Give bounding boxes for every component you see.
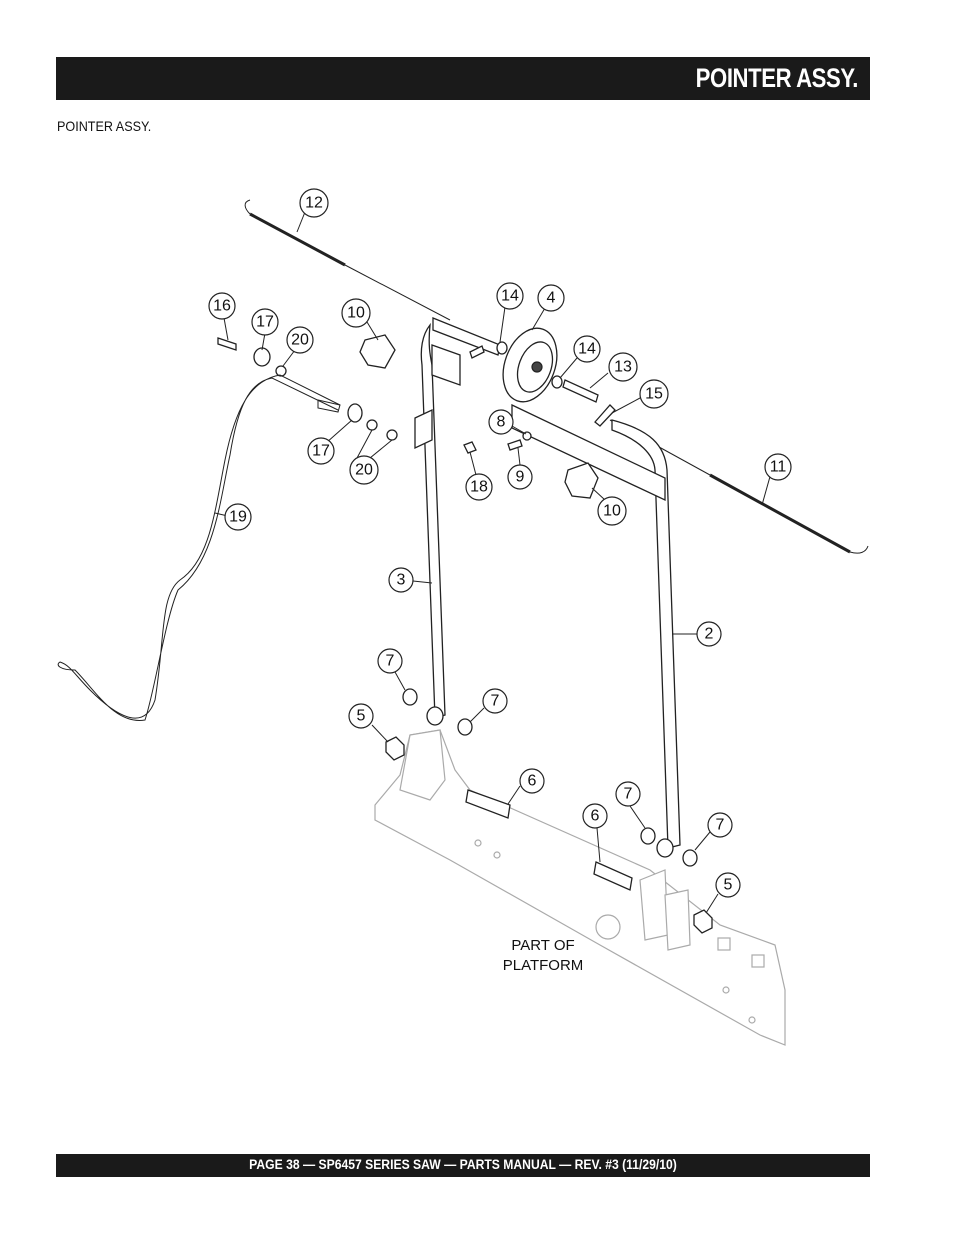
svg-text:2: 2 [705, 626, 714, 643]
callout-11: 11 [764, 453, 792, 481]
svg-text:10: 10 [347, 305, 365, 322]
leader-lines [214, 211, 772, 914]
platform-label-line1: PART OF [511, 937, 574, 954]
callout-16: 16 [208, 292, 236, 320]
svg-text:20: 20 [355, 462, 373, 479]
svg-text:13: 13 [614, 359, 632, 376]
callout-18: 18 [465, 473, 493, 501]
header-bar: POINTER ASSY. [56, 57, 870, 100]
callout-19: 19 [224, 503, 252, 531]
svg-text:5: 5 [357, 708, 366, 725]
callout-15: 15 [639, 379, 669, 409]
callout-2: 2 [696, 621, 722, 647]
svg-text:6: 6 [528, 773, 537, 790]
callout-14: 14 [573, 335, 601, 363]
callout-8: 8 [488, 409, 514, 435]
svg-text:3: 3 [397, 572, 406, 589]
callout-5: 5 [348, 703, 374, 729]
brackets [414, 344, 666, 502]
svg-text:6: 6 [591, 808, 600, 825]
callout-6: 6 [519, 768, 545, 794]
svg-text:7: 7 [491, 693, 500, 710]
svg-text:7: 7 [624, 786, 633, 803]
wheel-part [502, 327, 558, 403]
callout-20: 20 [349, 455, 379, 485]
callout-4: 4 [537, 284, 565, 312]
callout-10: 10 [341, 298, 371, 328]
callout-7: 7 [707, 812, 733, 838]
svg-text:17: 17 [256, 314, 274, 331]
callout-20: 20 [286, 326, 314, 354]
lanyard-clip [317, 399, 341, 413]
svg-text:12: 12 [305, 195, 323, 212]
callout-10: 10 [597, 496, 627, 526]
page-title: POINTER ASSY. [695, 63, 859, 93]
platform-label-line2: PLATFORM [503, 957, 584, 974]
knob-parts [359, 334, 599, 499]
callout-7: 7 [377, 648, 403, 674]
svg-text:5: 5 [724, 877, 733, 894]
footer-bar: PAGE 38 — SP6457 SERIES SAW — PARTS MANU… [56, 1154, 870, 1177]
svg-text:9: 9 [516, 469, 525, 486]
svg-text:8: 8 [497, 414, 506, 431]
section-subtitle: POINTER ASSY. [57, 118, 152, 134]
svg-text:11: 11 [770, 459, 787, 476]
svg-text:20: 20 [291, 332, 309, 349]
svg-text:14: 14 [501, 288, 519, 305]
callout-7: 7 [482, 688, 508, 714]
svg-text:19: 19 [229, 509, 247, 526]
callout-7: 7 [615, 781, 641, 807]
svg-text:16: 16 [213, 298, 231, 315]
platform-part [374, 729, 786, 1046]
svg-text:15: 15 [645, 386, 663, 403]
svg-text:4: 4 [547, 290, 556, 307]
svg-text:17: 17 [312, 443, 330, 460]
callout-3: 3 [388, 567, 414, 593]
callout-5: 5 [715, 872, 741, 898]
svg-text:7: 7 [386, 653, 395, 670]
callout-12: 12 [299, 188, 329, 218]
svg-text:10: 10 [603, 503, 621, 520]
svg-text:14: 14 [578, 341, 596, 358]
callout-17: 17 [251, 308, 279, 336]
small-hardware [217, 337, 616, 454]
callout-9: 9 [507, 464, 533, 490]
footer-page-info: PAGE 38 — SP6457 SERIES SAW — PARTS MANU… [249, 1157, 677, 1172]
callout-13: 13 [608, 352, 638, 382]
lanyard-cable [57, 374, 341, 721]
svg-text:18: 18 [470, 479, 488, 496]
svg-text:7: 7 [716, 817, 725, 834]
callout-17: 17 [307, 437, 335, 465]
callout-14: 14 [496, 282, 524, 310]
hardware-parts [385, 688, 713, 934]
callout-6: 6 [582, 803, 608, 829]
